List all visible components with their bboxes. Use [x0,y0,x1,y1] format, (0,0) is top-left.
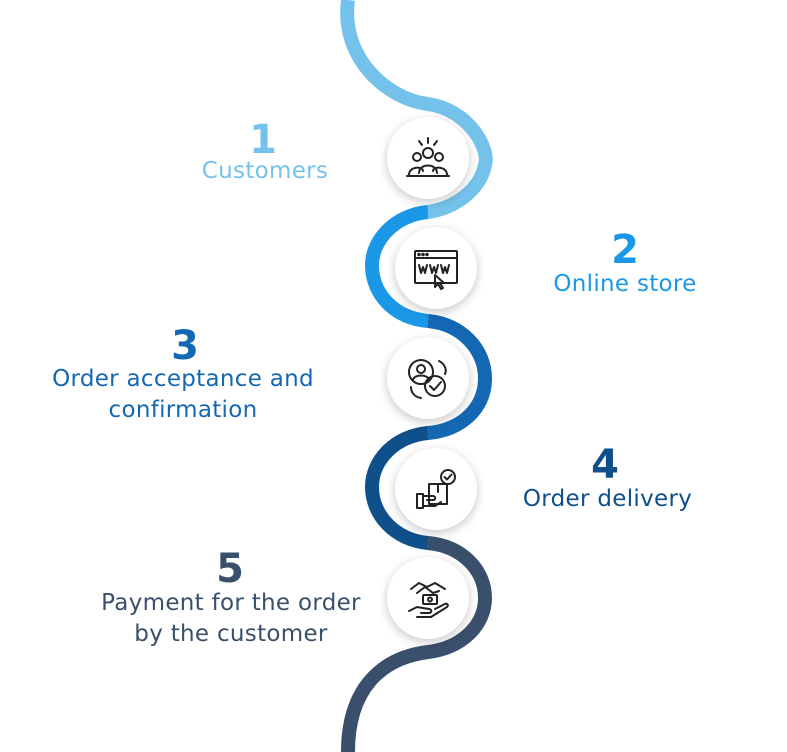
order-confirm-icon [408,359,447,399]
step-4-label: Order delivery [505,484,710,515]
step-3-number: 3 [171,323,199,369]
step-5-label-line-2: by the customer [134,621,328,647]
step-2-label: Online store [520,269,730,300]
path-segment-1 [340,0,493,219]
step-4-label-line-1: Order delivery [522,486,693,512]
step-5-label-line-1: Payment for the order [101,590,361,616]
step-1-number: 1 [249,117,277,163]
step-3-label: Order acceptance and confirmation [28,364,338,426]
delivery-box-icon [416,469,456,509]
path-segment-2 [364,205,430,328]
payment-handshake-icon [408,582,449,618]
step-1-label-line-1: Customers [201,158,329,184]
step-5-number: 5 [216,546,244,592]
www-browser-icon [414,250,458,290]
step-1-icon-circle [387,117,469,199]
path-segment-5 [341,536,493,752]
step-1-label: Customers [170,156,360,187]
step-4-icon-circle [395,448,477,530]
step-3-icon-circle [387,337,469,419]
step-2-label-line-1: Online store [553,271,697,297]
step-5-icon-circle [387,557,469,639]
step-2-icon-circle [395,227,477,309]
path-segment-3 [426,314,493,440]
customers-group-icon [406,137,450,177]
step-4-number: 4 [591,442,619,488]
step-3-label-line-1: Order acceptance and [52,366,314,392]
step-2-number: 2 [611,227,639,273]
path-segment-4 [364,426,430,550]
step-3-label-line-2: confirmation [108,397,258,423]
step-5-label: Payment for the order by the customer [76,588,386,650]
